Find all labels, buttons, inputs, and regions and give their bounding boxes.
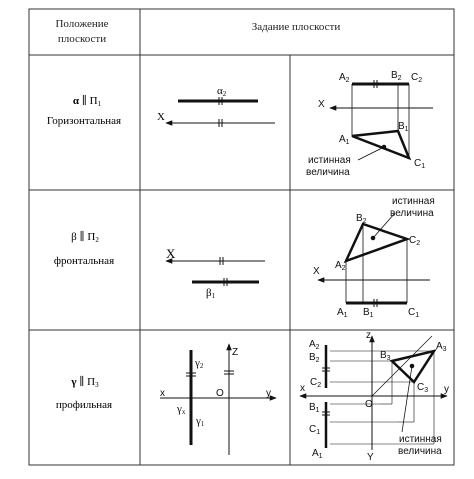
row2-callout-line2: величина: [390, 208, 434, 219]
row1-label-A2: A2: [339, 72, 350, 84]
row3-label-B3: B3: [380, 350, 391, 362]
row-horizontal: α ∥ П1 Горизонтальная α2 X A2: [47, 70, 433, 178]
row2-left-diagram: [165, 257, 265, 286]
row3-label-y-right: y: [444, 384, 449, 395]
row3-label-x-right: x: [300, 383, 305, 394]
row3-label-o: O: [216, 388, 224, 399]
row3-label-gamma1: γ1: [195, 415, 205, 428]
row3-callout-line2: величина: [398, 446, 442, 457]
row3-label-C2: C2: [310, 377, 321, 389]
table-grid: [28, 8, 455, 466]
header-col2: Задание плоскости: [252, 21, 341, 33]
row2-trace-label: β1: [206, 287, 216, 300]
row1-label-C2: C2: [411, 72, 422, 84]
row3-label-C3: C3: [417, 382, 428, 394]
row3-right-diagram: [299, 335, 448, 450]
row3-label-y: y: [266, 388, 271, 399]
row1-left-diagram: [165, 97, 275, 127]
row1-left-x-label: X: [157, 111, 165, 123]
row2-label-A1: A1: [337, 307, 348, 319]
row1-callout-line2: величина: [306, 167, 350, 178]
row-profile: γ ∥ П3 профильная γ2 Z x O y γx γ1: [56, 330, 449, 463]
row3-label-Y: Y: [367, 452, 374, 463]
row3-label-B1: B1: [309, 402, 320, 414]
row3-label-z-right: z: [366, 330, 371, 341]
row1-notation: α ∥ П1: [73, 94, 102, 108]
row3-label-B2: B2: [309, 352, 320, 364]
row1-trace-label: α2: [217, 85, 227, 98]
header-col1-line1: Положение: [55, 18, 108, 30]
row3-label-C1: C1: [309, 424, 320, 436]
row1-name: Горизонтальная: [47, 115, 121, 127]
row2-label-A2: A2: [335, 260, 346, 272]
row2-notation: β ∥ П2: [71, 230, 99, 244]
row1-right-labels: A2 B2 C2 X A1 B1 C1 истинная величина: [306, 70, 425, 178]
row2-right-labels: истинная величина B2 C2 A2 X A1 B1 C1: [313, 196, 435, 319]
row2-left-x-label: X: [166, 246, 176, 261]
row1-label-B2: B2: [391, 70, 402, 82]
row2-label-C1: C1: [408, 307, 419, 319]
row2-right-diagram: [317, 212, 430, 307]
row3-label-A1: A1: [312, 448, 323, 460]
row2-name: фронтальная: [54, 255, 114, 267]
row1-right-diagram: [329, 80, 433, 161]
row3-right-labels: A2 z A3 B2 B3 C2 C3 x O y B1 C1 истинная…: [300, 330, 449, 463]
row3-label-A3: A3: [436, 341, 447, 353]
row1-label-C1: C1: [414, 158, 425, 170]
row1-callout-line1: истинная: [308, 155, 351, 166]
row3-label-z: Z: [232, 347, 238, 358]
row3-left-diagram: [160, 343, 277, 455]
row1-label-x: X: [318, 99, 325, 110]
row3-notation: γ ∥ П3: [70, 375, 99, 389]
row1-label-B1: B1: [398, 121, 409, 133]
row3-label-x: x: [160, 388, 165, 399]
row3-label-gamma2: γ2: [194, 357, 204, 370]
row3-label-A2: A2: [309, 339, 320, 351]
row1-label-A1: A1: [339, 134, 350, 146]
row2-label-x: X: [313, 266, 320, 277]
row2-callout-line1: истинная: [392, 196, 435, 207]
row3-label-gammax: γx: [176, 403, 186, 416]
header-col1-line2: плоскости: [58, 33, 106, 45]
row3-name: профильная: [56, 399, 112, 411]
row3-label-o-right: O: [365, 399, 373, 410]
row3-callout-line1: истинная: [399, 434, 442, 445]
row2-label-B1: B1: [363, 307, 374, 319]
row2-label-B2: B2: [356, 213, 367, 225]
row2-label-C2: C2: [409, 235, 420, 247]
row3-left-labels: γ2 Z x O y γx γ1: [160, 347, 271, 428]
row-frontal: β ∥ П2 фронтальная X β1 истинная вели: [54, 196, 435, 319]
table-header: Положение плоскости Задание плоскости: [55, 18, 340, 45]
